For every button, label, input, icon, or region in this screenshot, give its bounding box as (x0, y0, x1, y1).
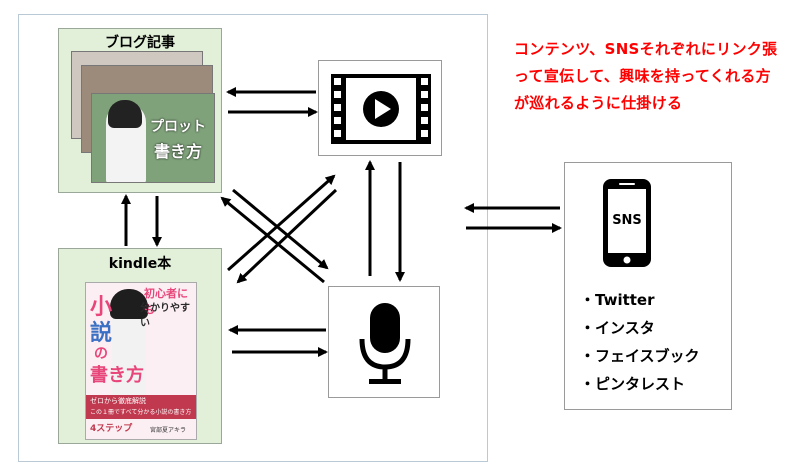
film-play-icon (331, 74, 431, 144)
cover-character-hair (110, 289, 148, 319)
cover-band2: この１冊ですべて分かる小説の書き方 (90, 409, 192, 416)
thumb-character-hair (108, 100, 142, 128)
strategy-note: コンテンツ、SNSそれぞれにリンク張って宣伝して、興味を持ってくれる方が巡れるよ… (514, 40, 778, 112)
cover-line2: 分かりやすい (140, 303, 190, 329)
cover-steps: 4ステップ (90, 424, 133, 434)
sns-item-pinterest: ・ピンタレスト (580, 375, 686, 393)
kindle-cover: 初心者にも 分かりやすい 小 説 の 書き方 ゼロから徹底解説 この１冊ですべて… (85, 282, 197, 440)
video-box (318, 60, 442, 156)
sns-item-facebook: ・フェイスブック (580, 347, 700, 365)
cover-line4: の (94, 346, 108, 362)
cover-band1: ゼロから徹底解説 (90, 397, 146, 405)
phone-label: SNS (612, 213, 642, 228)
smartphone-icon (603, 179, 651, 267)
cover-line3b: 説 (90, 321, 113, 346)
blog-card: ブログ記事 プロット 書き方 (58, 28, 222, 193)
cover-line3a: 小 (90, 295, 113, 320)
cover-line5: 書き方 (90, 365, 144, 386)
podcast-box (328, 286, 440, 398)
cover-author: 宮部夏アキラ (150, 427, 187, 434)
sns-item-twitter: ・Twitter (580, 291, 655, 309)
sns-item-instagram: ・インスタ (580, 319, 655, 337)
cover-band (86, 395, 196, 419)
sns-list: ・Twitter ・インスタ ・フェイスブック ・ピンタレスト (580, 286, 700, 398)
thumb-label-2: 書き方 (154, 142, 203, 161)
sns-box: SNS (564, 162, 732, 410)
kindle-card: kindle本 初心者にも 分かりやすい 小 説 の 書き方 ゼロから徹底解説 … (58, 248, 222, 444)
cover-line1: 初心者にも (144, 287, 188, 316)
blog-thumb-front: プロット 書き方 (91, 93, 215, 183)
thumb-label-1: プロット (150, 119, 206, 135)
kindle-card-title: kindle本 (108, 256, 172, 272)
microphone-icon (359, 303, 411, 384)
blog-card-title: ブログ記事 (105, 35, 175, 51)
